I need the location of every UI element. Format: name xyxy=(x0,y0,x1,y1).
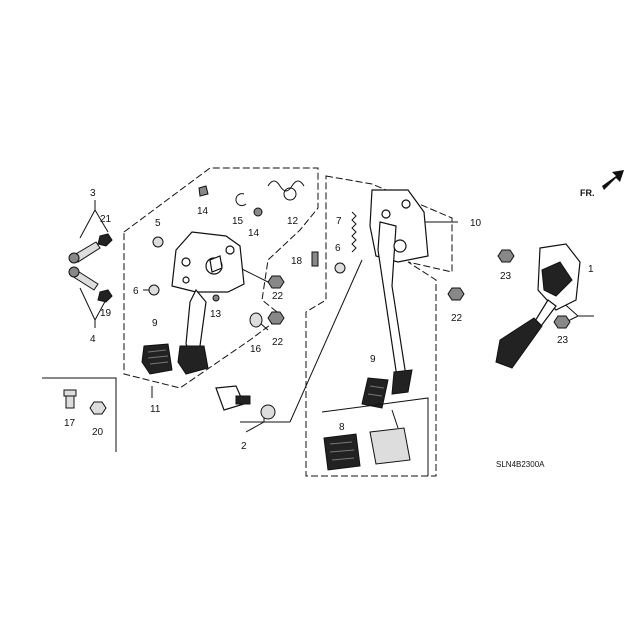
callout-23-a: 23 xyxy=(500,271,512,282)
callout-22-b: 22 xyxy=(272,337,284,348)
callout-19: 19 xyxy=(100,308,112,319)
pedal-pad-9-right xyxy=(361,377,389,409)
callout-9-right: 9 xyxy=(370,354,376,365)
linkage-rod-upper xyxy=(68,233,113,264)
diagram-code: SLN4B2300A xyxy=(496,460,545,469)
inset-frame xyxy=(321,397,429,476)
callout-17: 17 xyxy=(64,418,76,429)
switch-16 xyxy=(249,312,263,328)
nut-22-b xyxy=(267,311,285,325)
section-divider xyxy=(42,377,117,452)
callout-1: 1 xyxy=(588,264,594,275)
callout-22-c: 22 xyxy=(451,313,463,324)
accelerator-pedal-1 xyxy=(495,243,581,369)
callout-8: 8 xyxy=(339,422,345,433)
callout-21: 21 xyxy=(100,214,112,225)
bolt-17 xyxy=(63,389,77,409)
nut-23-b xyxy=(553,315,571,329)
callout-6-left: 6 xyxy=(133,286,139,297)
spring-7 xyxy=(351,211,357,253)
callout-10: 10 xyxy=(470,218,482,229)
bushing-6-left xyxy=(148,284,160,296)
callout-18: 18 xyxy=(291,256,303,267)
callout-5: 5 xyxy=(155,218,161,229)
callout-20: 20 xyxy=(92,427,104,438)
bolt-18 xyxy=(311,251,319,267)
pedal-pad-8 xyxy=(323,433,361,471)
pedal-switch-2 xyxy=(215,385,276,420)
callout-14-mid: 14 xyxy=(248,228,260,239)
callout-13: 13 xyxy=(210,309,222,320)
callout-4: 4 xyxy=(90,334,96,345)
callout-3: 3 xyxy=(90,188,96,199)
nut-20 xyxy=(89,401,107,415)
callout-numbers: 1 2 3 4 5 6 6 7 8 9 9 10 11 12 13 14 14 … xyxy=(64,188,594,452)
callout-14-top: 14 xyxy=(197,206,209,217)
callout-12: 12 xyxy=(287,216,299,227)
pedal-pad-left-large xyxy=(177,345,209,375)
linkage-rod-lower xyxy=(68,266,113,303)
clip-14-top xyxy=(198,185,209,197)
nut-23-a xyxy=(497,249,515,263)
clip-14-mid xyxy=(253,207,263,217)
bushing-6-right xyxy=(334,262,346,274)
callout-6-right: 6 xyxy=(335,243,341,254)
front-direction-arrow: FR. xyxy=(580,170,624,198)
callout-15: 15 xyxy=(232,216,244,227)
callout-22-a: 22 xyxy=(272,291,284,302)
brake-pedal-assembly-right xyxy=(369,189,429,386)
nut-22-a xyxy=(267,275,285,289)
clip-15 xyxy=(235,193,247,207)
front-direction-label: FR. xyxy=(580,188,595,198)
callout-16: 16 xyxy=(250,344,262,355)
pedal-pad-inset-ref xyxy=(369,409,411,465)
leader-lines xyxy=(79,200,594,433)
brake-pedal-assembly-left xyxy=(171,231,245,353)
grommet-5 xyxy=(152,236,164,248)
spring-12 xyxy=(267,180,305,201)
right-group-outline xyxy=(305,175,453,477)
nut-22-c xyxy=(447,287,465,301)
stopper-13 xyxy=(212,294,220,302)
callout-9-left: 9 xyxy=(152,318,158,329)
pedal-pad-right xyxy=(391,369,413,395)
callout-7: 7 xyxy=(336,216,342,227)
pedal-pad-left-small xyxy=(141,343,173,375)
callout-23-b: 23 xyxy=(557,335,569,346)
callout-2: 2 xyxy=(241,441,247,452)
callout-11: 11 xyxy=(150,404,161,415)
